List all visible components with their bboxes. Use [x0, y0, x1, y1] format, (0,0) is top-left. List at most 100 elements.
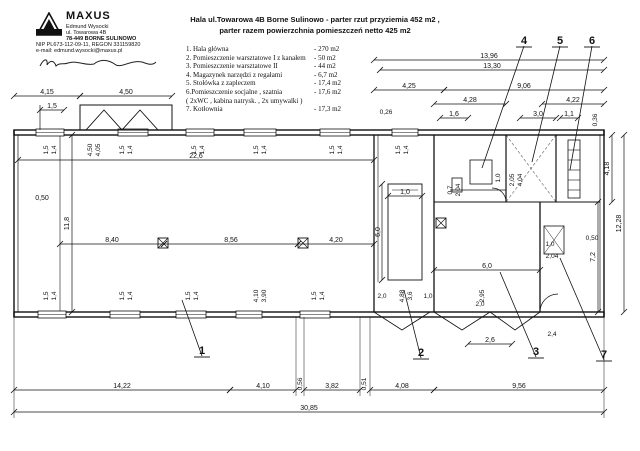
stamp-city: 78-449 BORNE SULINOWO — [66, 36, 137, 42]
sliding-gate-arc — [373, 311, 431, 331]
dimension-label: 0,50 — [35, 195, 49, 202]
dimension-label: 0,50 — [586, 235, 599, 242]
room-area: - 17,6 m2 — [314, 87, 342, 96]
dimension-tick — [574, 114, 582, 122]
callout-leader — [531, 45, 561, 163]
dimension-label: 1,4 — [127, 291, 134, 300]
dimension-tick — [370, 240, 378, 248]
dimension-tick — [430, 386, 438, 394]
dimension-label: 7,2 — [590, 252, 597, 262]
dimension-label: 4,28 — [463, 97, 477, 104]
dimension-tick — [464, 340, 472, 348]
north-wall — [13, 129, 605, 136]
dimension-label: 1,0 — [545, 241, 554, 248]
canteen-diagonal — [505, 134, 557, 203]
dimension-label: 0,26 — [380, 109, 393, 116]
dimension-tick — [370, 56, 378, 64]
folding-gate — [85, 109, 159, 131]
dimension-tick — [168, 92, 176, 100]
dimension-label: 4,05 — [95, 143, 102, 156]
column-hatch — [297, 237, 309, 249]
dimension-label: 2,05 — [509, 173, 516, 186]
callout-leader — [481, 45, 525, 169]
dimension-label: 3,0 — [533, 111, 543, 118]
dimension-tick — [538, 100, 546, 108]
dimension-tick — [594, 308, 602, 316]
room-label: 2. Pomieszczenie warsztatowe I z kanałem — [186, 53, 306, 62]
sliding-gate-arc — [433, 311, 491, 331]
dimension-label: 1,4 — [261, 145, 268, 154]
room-schedule-row: 1. Hala główna- 270 m2 — [186, 45, 356, 54]
dimension-label: 2,0 — [475, 301, 484, 308]
dimension-tick — [418, 192, 426, 200]
dimension-tick — [516, 114, 524, 122]
dimension-label: 2,6 — [485, 337, 495, 344]
dimension-tick — [68, 131, 76, 139]
dimension-tick — [600, 56, 608, 64]
dimension-tick — [508, 340, 516, 348]
dimension-tick — [608, 131, 616, 139]
dimension-label: 9,06 — [517, 83, 531, 90]
room-label: ( 2xWC , kabina natrysk. , 2x umywalki ) — [186, 96, 303, 105]
dimension-label: 1,5 — [119, 291, 126, 300]
stamp-owner: Edmund Wysocki — [66, 24, 109, 30]
dimension-tick — [620, 308, 628, 316]
dimension-label: 22,6 — [189, 153, 203, 160]
dimension-label: 1,4 — [127, 145, 134, 154]
title-line-2: parter razem powierzchnia pomieszczeń ne… — [219, 26, 411, 35]
room-callout-7: 7 — [601, 349, 607, 361]
room-label: 7. Kotłownia — [186, 105, 223, 114]
dimension-label: 1,0 — [423, 293, 432, 300]
room-label: 3. Pomieszczenie warsztatowe II — [186, 62, 278, 71]
dimension-tick — [436, 114, 444, 122]
room-label: 5. Stołówka z zapleczem — [186, 79, 256, 88]
dimension-label: 4,22 — [566, 97, 580, 104]
dimension-label: 1,5 — [119, 145, 126, 154]
stamp-email: e-mail: edmund.wysocki@maxus.pl — [36, 48, 123, 54]
room-schedule-row: 2. Pomieszczenie warsztatowe I z kanałem… — [186, 54, 356, 63]
room-area: - 6,7 m2 — [314, 70, 338, 79]
callout-leader — [181, 299, 203, 357]
dimension-label: 2,0 — [377, 293, 386, 300]
maxus-logo-icon — [36, 12, 62, 36]
column — [435, 217, 447, 229]
dimension-tick — [370, 86, 378, 94]
dimension-tick — [36, 106, 44, 114]
dimension-label: 3,6 — [407, 291, 414, 300]
title-line-1: Hala ul.Towarowa 4B Borne Sulinowo - par… — [190, 15, 440, 24]
column — [157, 237, 169, 249]
column-hatch — [435, 217, 447, 229]
dimension-label: 11,8 — [64, 217, 71, 230]
room-area: - 44 m2 — [314, 62, 336, 71]
dimension-label: 4,88 — [399, 289, 406, 302]
dimension-label: 1,5 — [43, 145, 50, 154]
dimension-label: 4,08 — [395, 383, 409, 390]
dimension-label: 13,96 — [480, 53, 498, 60]
dimension-label: 1,5 — [191, 145, 198, 154]
room-area: - 270 m2 — [314, 45, 340, 53]
dimension-tick — [620, 131, 628, 139]
dimension-label: 1,5 — [47, 103, 57, 110]
dimension-label: 3,90 — [261, 289, 268, 302]
dimension-label: 8,56 — [224, 237, 238, 244]
dimension-tick — [76, 92, 84, 100]
room-callout-2: 2 — [418, 347, 424, 359]
room-area: - 17,3 m2 — [314, 105, 342, 114]
column — [297, 237, 309, 249]
dimension-label: 1,1 — [564, 111, 574, 118]
dimension-label: 14,22 — [113, 383, 131, 390]
dimension-tick — [440, 86, 448, 94]
stamp-company: MAXUS — [66, 10, 111, 22]
dimension-label: 1,4 — [337, 145, 344, 154]
sanitary-cabins — [567, 139, 581, 199]
room-callout-1: 1 — [199, 345, 205, 357]
callout-leader — [403, 289, 422, 359]
dimension-label: 1,5 — [395, 145, 402, 154]
storage-block — [469, 159, 493, 185]
dimension-tick — [14, 156, 22, 164]
dimension-tick — [370, 156, 378, 164]
dimension-tick — [226, 386, 234, 394]
dimension-label: 13,30 — [483, 63, 501, 70]
room-area: - 50 m2 — [314, 53, 336, 62]
